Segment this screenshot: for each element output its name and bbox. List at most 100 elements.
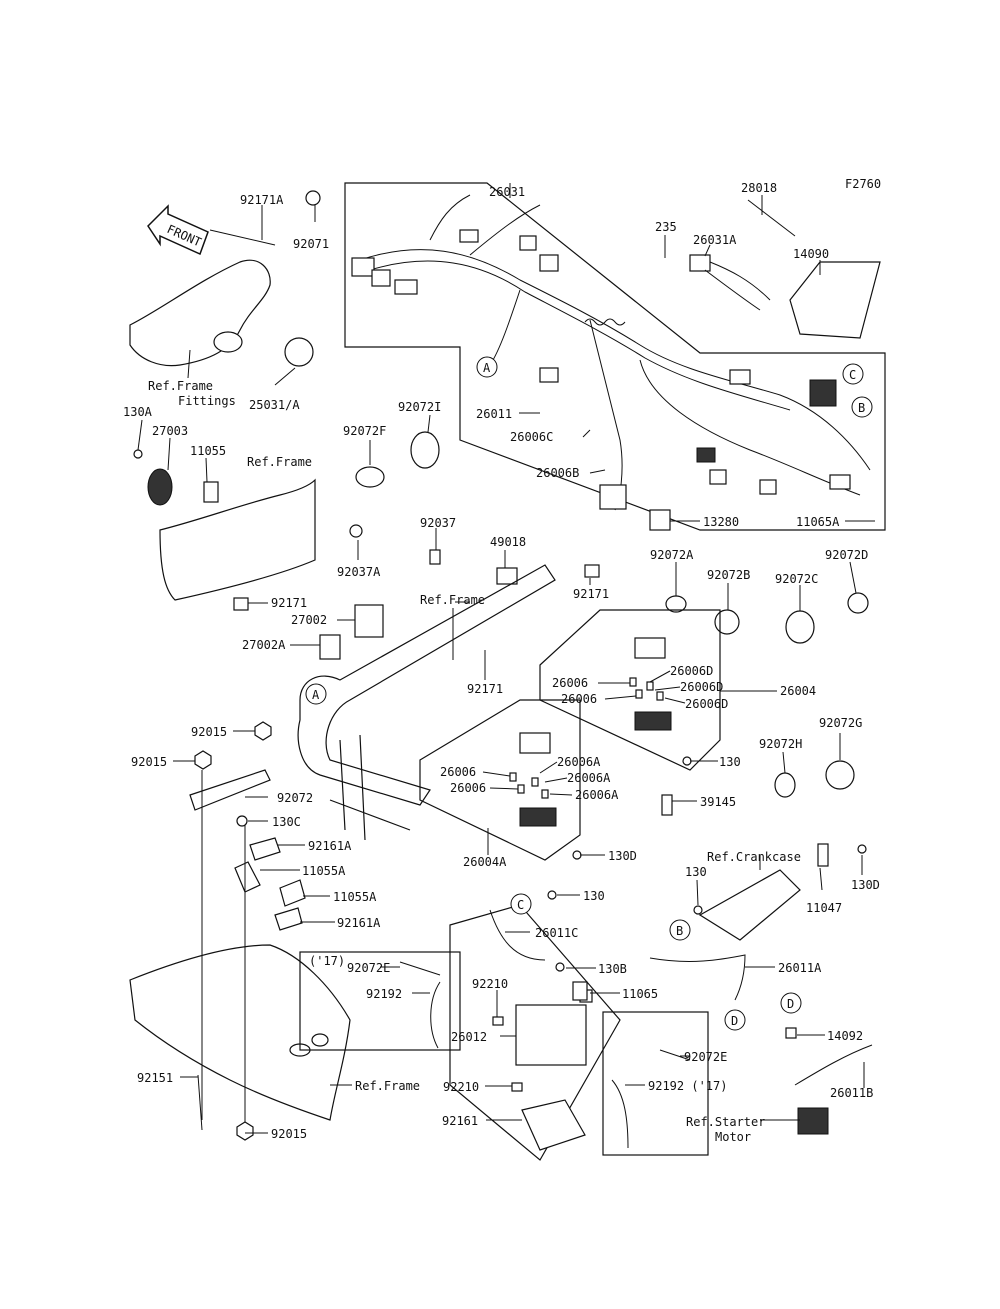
label-27002A: 27002A (242, 638, 286, 652)
part-39145-connector (661, 794, 673, 816)
label-130-fusebox: 130 (719, 755, 741, 769)
label-13280: 13280 (703, 515, 739, 529)
part-26011A-cable (649, 954, 746, 1001)
part-27002A-relay (319, 634, 341, 660)
nut-92015-bottom (236, 1121, 254, 1141)
label-26004A: 26004A (463, 855, 507, 869)
label-11055A-2: 11055A (333, 890, 377, 904)
label-11065A: 11065A (796, 515, 840, 529)
label-ref-starter-1: Ref.Starter (686, 1115, 765, 1129)
label-26006-lower-2: 26006 (450, 781, 486, 795)
label-92161A-2: 92161A (337, 916, 381, 930)
label-130A: 130A (123, 405, 153, 419)
bolt-130-middle (547, 890, 557, 900)
bolt-130C (236, 815, 248, 827)
fuse-box-26004A-base (519, 807, 557, 827)
part-92192-hose-left (430, 981, 441, 1049)
bolt-130D-right (857, 844, 867, 854)
main-frame-tube (297, 564, 556, 806)
label-92161A-1: 92161A (308, 839, 352, 853)
frame-lower-struts (329, 734, 411, 841)
part-92071-grommet (305, 190, 321, 206)
label-92171-right: 92171 (573, 587, 609, 601)
frame-hole (213, 331, 243, 353)
part-92072G-clamp (825, 760, 855, 790)
label-ref-frame-bottom: Ref.Frame (355, 1079, 420, 1093)
label-27003: 27003 (152, 424, 188, 438)
bolt-130A (133, 449, 143, 459)
label-ref-frame-fittings-1: Ref.Frame (148, 379, 213, 393)
label-26004: 26004 (780, 684, 816, 698)
label-28018: 28018 (741, 181, 777, 195)
part-92072I-clamp (410, 431, 440, 469)
callout-D-starter: D (780, 992, 802, 1014)
part-92072E-tie-right (659, 1049, 691, 1061)
callout-C-bottom: C (510, 893, 532, 915)
label-ref-crankcase: Ref.Crankcase (707, 850, 801, 864)
label-11047: 11047 (806, 901, 842, 915)
bolt-130D-fusebox (572, 850, 582, 860)
label-92072B: 92072B (707, 568, 750, 582)
part-92072D-clamp (847, 592, 869, 614)
label-26012: 26012 (451, 1030, 487, 1044)
harness-group-outline (344, 182, 886, 531)
part-27003-horn (147, 468, 173, 506)
part-92037A-clip (349, 524, 363, 538)
label-92210-bottom: 92210 (443, 1080, 479, 1094)
label-25031A: 25031/A (249, 398, 300, 412)
leader-lines (137, 183, 875, 1134)
label-130C: 130C (272, 815, 301, 829)
label-27002: 27002 (291, 613, 327, 627)
battery-group-outline (449, 904, 621, 1161)
label-26011C: 26011C (535, 926, 578, 940)
label-92072: 92072 (277, 791, 313, 805)
svg-text:D: D (787, 997, 794, 1011)
crankcase-ref-shape (698, 869, 801, 941)
part-92161A-pad-2 (274, 907, 303, 931)
part-92210-b (511, 1082, 523, 1092)
fuse-26006A-a (531, 777, 539, 787)
part-92072H-clamp (774, 772, 796, 798)
label-92015-bottom: 92015 (271, 1127, 307, 1141)
label-26006D-1: 26006D (670, 664, 713, 678)
svg-text:B: B (676, 924, 683, 938)
fuse-26006D-a (646, 681, 654, 691)
label-92072F: 92072F (343, 424, 386, 438)
label-92072D: 92072D (825, 548, 868, 562)
label-92071: 92071 (293, 237, 329, 251)
bolt-130-fusebox (682, 756, 692, 766)
fuse-26006-c (509, 772, 517, 782)
label-92015-left: 92015 (131, 755, 167, 769)
fuse-26006A-b (541, 789, 549, 799)
part-92151-tie (197, 1074, 203, 1131)
label-26031: 26031 (489, 185, 525, 199)
label-ref-frame-middle: Ref.Frame (420, 593, 485, 607)
part-92210-a (492, 1016, 504, 1026)
part-14090-cover (789, 261, 881, 339)
label-92072G: 92072G (819, 716, 862, 730)
frame-fittings-shape (129, 259, 271, 367)
front-arrow-icon: FRONT (147, 204, 209, 256)
part-92171-clip-left (233, 597, 249, 611)
label-11065: 11065 (622, 987, 658, 1001)
label-92015-top: 92015 (191, 725, 227, 739)
label-26011A: 26011A (778, 961, 822, 975)
part-14092-cap (785, 1027, 797, 1039)
callout-B-top: B (851, 396, 873, 418)
fuse-box-26004-base (634, 711, 672, 731)
fuse-26006-b (635, 689, 643, 699)
label-92072A: 92072A (650, 548, 694, 562)
label-ref-frame-top: Ref.Frame (247, 455, 312, 469)
label-130B: 130B (598, 962, 627, 976)
part-27002-relay (354, 604, 384, 638)
label-11055: 11055 (190, 444, 226, 458)
label-26031A: 26031A (693, 233, 737, 247)
label-26006-lower-1: 26006 (440, 765, 476, 779)
label-model-17-left: ('17) (309, 954, 345, 968)
part-11055-bracket (203, 481, 219, 503)
model-17-inset-left (299, 951, 461, 1051)
label-26006B: 26006B (536, 466, 579, 480)
label-92072C: 92072C (775, 572, 818, 586)
part-labels: 26031 235 28018 26031A 14090 92171A 9207… (123, 181, 880, 1144)
fuse-box-26004A-outline (419, 699, 581, 861)
